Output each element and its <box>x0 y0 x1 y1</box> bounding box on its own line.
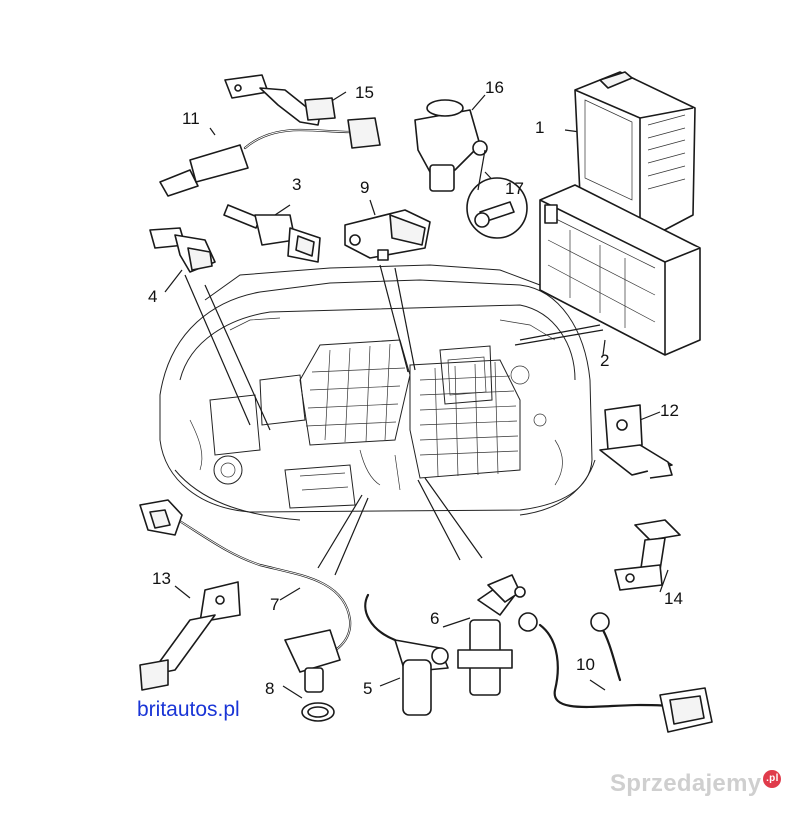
idle-valve-part-16 <box>414 99 488 192</box>
callout-16: 16 <box>485 78 504 97</box>
sprzedajemy-pl-badge: .pl <box>763 770 782 788</box>
callout-labels: 1 2 3 4 5 6 7 8 9 10 11 12 13 14 15 16 1… <box>148 78 683 698</box>
callout-13: 13 <box>152 569 171 588</box>
bracket-part-14 <box>614 519 681 591</box>
temperature-sensor-part-3 <box>223 204 321 263</box>
callout-11: 11 <box>182 109 200 128</box>
leader-lines <box>164 91 669 699</box>
oxygen-sensor-part-11 <box>159 117 381 197</box>
ecu-housing-part-2 <box>539 184 701 356</box>
callout-10: 10 <box>576 655 595 674</box>
britautos-text: britautos.pl <box>137 698 240 721</box>
britautos-watermark: britautos.pl <box>137 698 240 722</box>
callout-7: 7 <box>270 595 279 614</box>
callout-4: 4 <box>148 287 157 306</box>
pressure-switch-part-4 <box>149 227 216 273</box>
bracket-part-12 <box>599 404 673 479</box>
callout-3: 3 <box>292 175 301 194</box>
callout-17: 17 <box>505 179 524 198</box>
sprzedajemy-text: Sprzedajemy <box>610 770 762 797</box>
bracket-part-13 <box>139 581 241 691</box>
map-sensor-part-9 <box>344 209 431 261</box>
callout-14: 14 <box>664 589 683 608</box>
callout-8: 8 <box>265 679 274 698</box>
screw-part-17 <box>466 149 528 239</box>
callout-5: 5 <box>363 679 372 698</box>
o-ring-part-8 <box>301 702 335 722</box>
crank-sensor-part-5 <box>364 593 449 716</box>
callout-6: 6 <box>430 609 439 628</box>
sprzedajemy-watermark: Sprzedajemy.pl <box>610 770 782 798</box>
callout-15: 15 <box>355 83 374 102</box>
knock-sensor-harness-part-10 <box>518 612 713 733</box>
callout-12: 12 <box>660 401 679 420</box>
callout-9: 9 <box>360 178 369 197</box>
cam-sensor-part-6 <box>457 574 526 696</box>
callout-1: 1 <box>535 118 544 137</box>
callout-2: 2 <box>600 351 609 370</box>
engine-bay-illustration <box>159 264 596 521</box>
bracket-part-15 <box>224 74 336 126</box>
harness-sensor-part-7 <box>139 499 352 693</box>
